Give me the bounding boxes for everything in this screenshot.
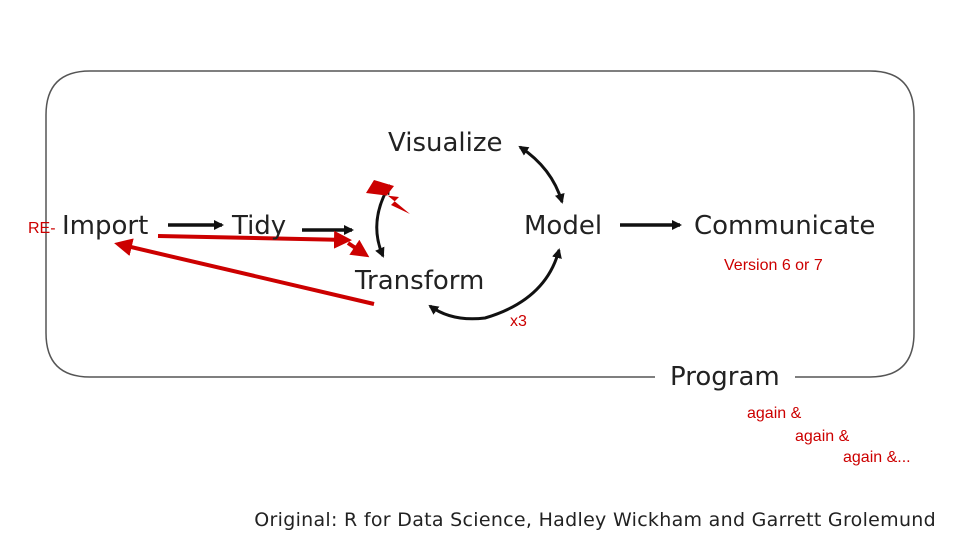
again-annotation-1: again &: [747, 405, 802, 422]
again-annotation-2: again &: [795, 428, 850, 445]
red-import-to-transform-arrow: [157, 230, 352, 249]
node-program: Program: [670, 362, 780, 392]
program-frame: [45, 70, 915, 378]
red-transform-to-import-arrow: [114, 238, 375, 306]
model-transform-cycle-arrow: [428, 248, 562, 321]
node-model: Model: [524, 211, 602, 241]
re-prefix-annotation: RE-: [28, 220, 56, 237]
node-visualize: Visualize: [388, 128, 503, 158]
red-lightning-icon: [366, 180, 410, 214]
source-credit: Original: R for Data Science, Hadley Wic…: [254, 509, 936, 531]
node-transform: Transform: [354, 266, 484, 296]
red-short-arrow: [346, 239, 370, 258]
times-annotation: x3: [510, 313, 527, 330]
visualize-transform-cycle-arrow: [375, 184, 391, 258]
node-tidy: Tidy: [231, 211, 286, 241]
node-communicate: Communicate: [694, 211, 875, 241]
again-annotation-3: again &...: [843, 449, 911, 466]
node-import: Import: [62, 211, 148, 241]
version-annotation: Version 6 or 7: [724, 257, 823, 274]
visualize-model-cycle-arrow: [518, 145, 565, 204]
